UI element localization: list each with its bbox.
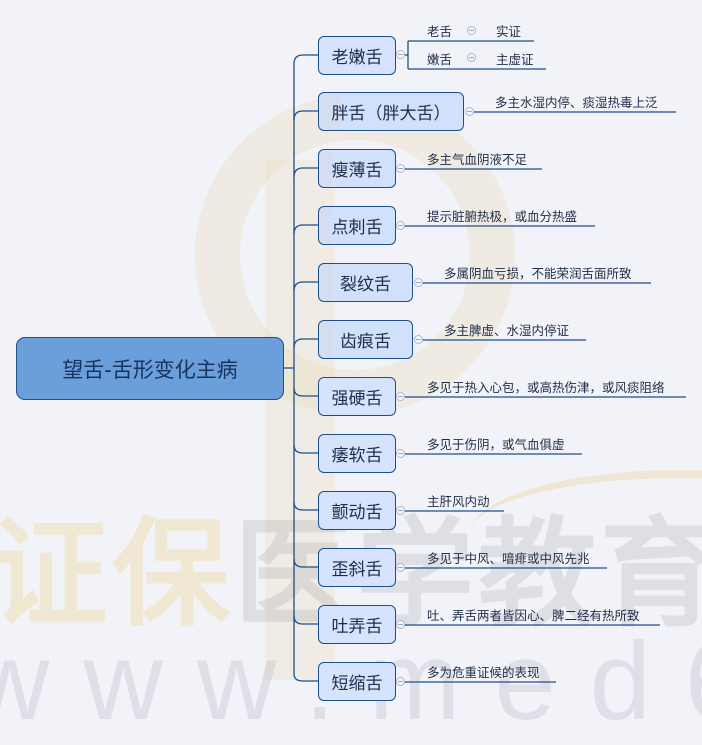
branch-node-liewen[interactable]: 裂纹舌 (318, 263, 413, 302)
collapse-toggle-icon[interactable] (396, 221, 405, 230)
leaf-detail: 主肝风内动 (427, 494, 490, 509)
collapse-toggle-icon[interactable] (396, 449, 405, 458)
branch-node-pang[interactable]: 胖舌（胖大舌） (318, 92, 464, 131)
sub-leaf-detail: 主虚证 (496, 52, 534, 67)
collapse-toggle-icon[interactable] (396, 164, 405, 173)
branch-node-qiangying[interactable]: 强硬舌 (318, 377, 396, 416)
sub-leaf-label: 嫩舌 (427, 52, 453, 67)
collapse-toggle-icon[interactable] (396, 506, 405, 515)
branch-node-chandong[interactable]: 颤动舌 (318, 491, 396, 530)
collapse-toggle-icon[interactable] (467, 26, 476, 35)
branch-node-weiruan[interactable]: 痿软舌 (318, 434, 396, 473)
collapse-toggle-icon[interactable] (396, 620, 405, 629)
collapse-toggle-icon[interactable] (396, 563, 405, 572)
leaf-detail: 多主脾虚、水湿内停证 (444, 323, 570, 338)
leaf-detail: 多见于中风、喑痱或中风先兆 (427, 551, 590, 566)
branch-node-tunong[interactable]: 吐弄舌 (318, 605, 396, 644)
branch-node-shoubao[interactable]: 瘦薄舌 (318, 149, 396, 188)
watermark-logo-bar (265, 160, 335, 680)
branch-node-dianci[interactable]: 点刺舌 (318, 206, 396, 245)
sub-leaf-detail: 实证 (496, 24, 522, 39)
watermark-chinese: 证保医学教育网 (0, 505, 702, 643)
leaf-detail: 提示脏腑热极，或血分热盛 (427, 209, 578, 224)
leaf-detail: 多见于伤阴，或气血俱虚 (427, 437, 565, 452)
root-label: 望舌-舌形变化主病 (62, 357, 238, 382)
collapse-toggle-icon[interactable] (396, 50, 405, 59)
root-node[interactable]: 望舌-舌形变化主病 (16, 337, 284, 400)
branch-node-waixie[interactable]: 歪斜舌 (318, 548, 396, 587)
leaf-detail: 多属阴血亏损，不能荣润舌面所致 (444, 266, 632, 281)
connector-lines (284, 40, 686, 683)
leaf-detail: 多为危重证候的表现 (427, 665, 540, 680)
collapse-toggle-icon[interactable] (414, 335, 423, 344)
collapse-toggle-icon[interactable] (465, 107, 474, 116)
leaf-detail: 多见于热入心包，或高热伤津，或风痰阻络 (427, 380, 665, 395)
branch-node-chihen[interactable]: 齿痕舌 (318, 320, 413, 359)
branch-node-laonen[interactable]: 老嫩舌 (318, 36, 396, 75)
sub-leaf-label: 老舌 (427, 24, 453, 39)
collapse-toggle-icon[interactable] (414, 278, 423, 287)
leaf-detail: 吐、弄舌两者皆因心、脾二经有热所致 (427, 608, 640, 623)
branch-node-duansuo[interactable]: 短缩舌 (318, 662, 396, 701)
leaf-detail: 多主水湿内停、痰湿热毒上泛 (495, 95, 658, 110)
collapse-toggle-icon[interactable] (396, 392, 405, 401)
collapse-toggle-icon[interactable] (467, 53, 476, 62)
collapse-toggle-icon[interactable] (396, 677, 405, 686)
leaf-detail: 多主气血阴液不足 (427, 152, 528, 167)
